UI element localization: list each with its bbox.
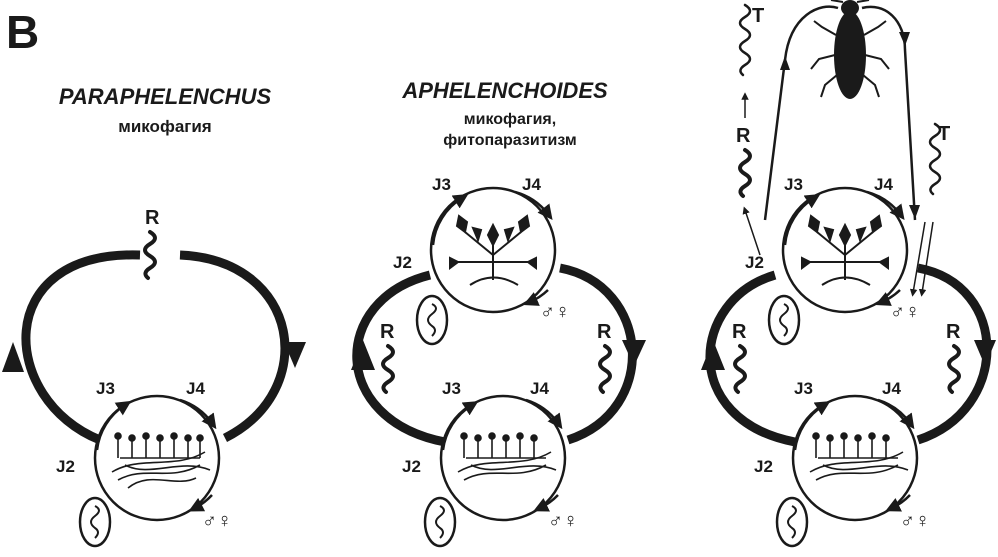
label-J4: J4 <box>186 379 205 398</box>
column-vector: T R T R R <box>701 0 996 548</box>
label-R-right: R <box>597 321 612 343</box>
label-J2-upper: J2 <box>393 253 412 272</box>
label-J4-lower: J4 <box>882 379 901 398</box>
label-T-right: T <box>938 123 950 145</box>
column-paraphelenchus: PARAPHELENCHUS микофагия R <box>2 84 306 548</box>
inner-arrow-adult <box>885 494 911 512</box>
cycle-arc-right <box>179 250 290 443</box>
vector-arc-down <box>861 5 917 221</box>
label-J3-lower: J3 <box>794 379 813 398</box>
cycle-arc-left <box>21 250 141 445</box>
egg-icon <box>423 496 457 548</box>
egg-icon <box>78 496 112 548</box>
plant-tissue-icon <box>449 214 537 286</box>
nematode-icon <box>738 3 752 77</box>
egg-icon <box>415 294 449 346</box>
nematode-icon <box>947 344 961 394</box>
cycle-arrow-up <box>701 340 725 370</box>
fungal-mycelium-icon <box>809 432 909 481</box>
column-aphelenchoides: APHELENCHOIDES микофагия, фитопаразитизм… <box>351 78 646 548</box>
inner-arrow-j4 <box>877 398 915 430</box>
label-male-female-lower: ♂♀ <box>900 510 930 532</box>
nematode-icon <box>928 122 942 196</box>
label-J4-upper: J4 <box>874 175 893 194</box>
inner-arrow-j2 <box>441 401 479 451</box>
inner-arrow-j4 <box>179 398 217 430</box>
cycle-arrow-down <box>284 342 306 368</box>
label-J3-upper: J3 <box>432 175 451 194</box>
fungal-mycelium-icon <box>111 432 211 489</box>
inner-arrow-adult <box>533 494 559 512</box>
feeding-mode-line1: микофагия, <box>464 111 556 128</box>
vector-arrow-down-top <box>899 32 910 46</box>
vector-arrow-down-bottom <box>909 205 920 219</box>
inner-arrow-j2 <box>431 194 469 246</box>
label-male-female-lower: ♂♀ <box>548 510 578 532</box>
inner-arrow-j4 <box>866 190 905 220</box>
cycle-arrow-up <box>2 342 24 372</box>
label-J2-lower: J2 <box>754 457 773 476</box>
label-R-left: R <box>380 321 395 343</box>
label-J2-lower: J2 <box>402 457 421 476</box>
fungal-mycelium-icon <box>457 432 557 481</box>
feeding-mode-line2: фитопаразитизм <box>443 132 577 149</box>
egg-icon <box>775 496 809 548</box>
vector-arrow-up <box>780 56 790 70</box>
cycle-arrow-down <box>622 340 646 366</box>
label-J3-lower: J3 <box>442 379 461 398</box>
label-male-female-upper: ♂♀ <box>890 301 920 323</box>
inner-arrow-j2 <box>783 194 821 246</box>
label-T-top: T <box>752 5 764 27</box>
nematode-icon <box>143 230 157 280</box>
cycle-arc-right <box>916 263 992 445</box>
plant-tissue-icon <box>801 214 889 286</box>
arrow-J2-to-R <box>742 206 761 256</box>
feeding-mode-label: микофагия <box>118 117 211 136</box>
label-male-female: ♂♀ <box>202 510 232 532</box>
cycle-arrow-up <box>351 340 375 370</box>
label-R-top: R <box>736 125 751 147</box>
nematode-icon <box>381 344 395 394</box>
genus-title-paraphelenchus: PARAPHELENCHUS <box>59 84 272 109</box>
inner-arrow-j4 <box>514 190 553 220</box>
nematode-icon <box>733 344 747 394</box>
cycle-arc-right <box>559 263 637 445</box>
label-male-female-upper: ♂♀ <box>540 301 570 323</box>
beetle-icon <box>810 0 890 99</box>
label-R-right: R <box>946 321 961 343</box>
label-J4-upper: J4 <box>522 175 541 194</box>
panel-letter: B <box>6 6 39 58</box>
cycle-arrow-down <box>974 340 996 366</box>
label-J3: J3 <box>96 379 115 398</box>
label-R-left: R <box>732 321 747 343</box>
inner-arrow-adult <box>188 494 213 512</box>
arrow-T-to-adult-1 <box>918 221 934 297</box>
inner-arrow-j2 <box>793 401 831 451</box>
label-J4-lower: J4 <box>530 379 549 398</box>
inner-arrow-adult <box>875 289 901 306</box>
label-J2-upper: J2 <box>745 253 764 272</box>
label-R: R <box>145 207 160 229</box>
nematode-icon <box>738 148 752 198</box>
nematode-icon <box>598 344 612 394</box>
genus-title-aphelenchoides: APHELENCHOIDES <box>401 78 608 103</box>
label-J3-upper: J3 <box>784 175 803 194</box>
arrow-T-to-adult-2 <box>909 221 926 297</box>
egg-icon <box>767 294 801 346</box>
label-J2: J2 <box>56 457 75 476</box>
inner-arrow-j4 <box>525 398 563 430</box>
inner-arrow-adult <box>523 289 549 306</box>
inner-arrow-j2 <box>95 400 132 451</box>
